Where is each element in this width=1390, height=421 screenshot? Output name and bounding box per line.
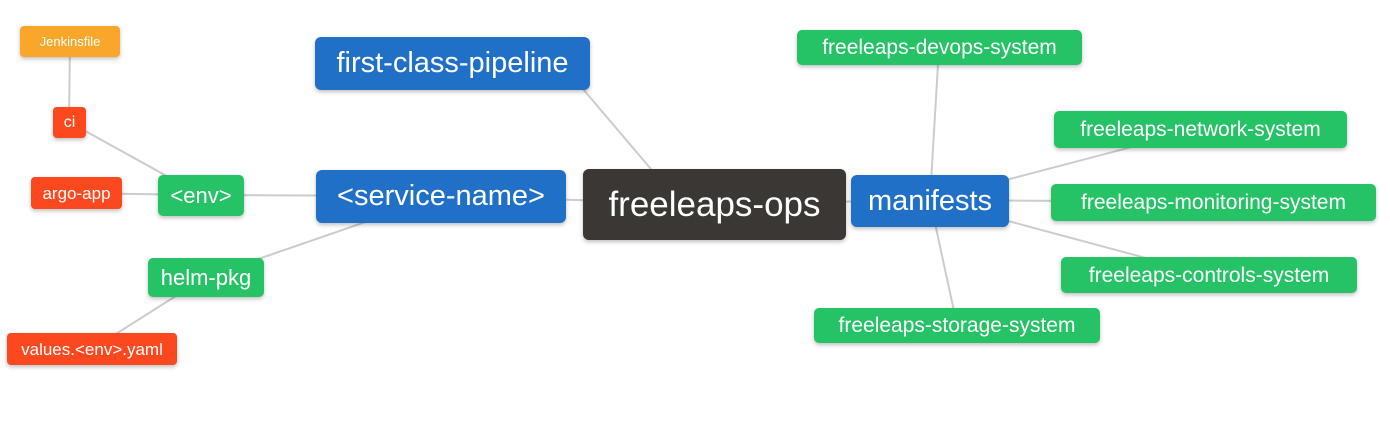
node-root-freeleaps-ops[interactable]: freeleaps-ops [583, 169, 846, 240]
node-service-name[interactable]: <service-name> [316, 170, 566, 223]
node-manifests[interactable]: manifests [851, 175, 1009, 227]
node-helm-pkg[interactable]: helm-pkg [148, 258, 264, 297]
node-values-env-yaml[interactable]: values.<env>.yaml [7, 333, 177, 365]
node-argo-app[interactable]: argo-app [31, 177, 122, 209]
node-ci[interactable]: ci [53, 107, 86, 138]
edge-pipeline-root [576, 81, 663, 183]
node-freeleaps-devops-system[interactable]: freeleaps-devops-system [797, 30, 1082, 65]
node-freeleaps-network-system[interactable]: freeleaps-network-system [1054, 111, 1347, 148]
node-freeleaps-monitoring-system[interactable]: freeleaps-monitoring-system [1051, 184, 1376, 221]
node-env[interactable]: <env> [158, 175, 244, 216]
edge-manifests-devops [929, 46, 940, 201]
node-first-class-pipeline[interactable]: first-class-pipeline [315, 37, 590, 90]
node-jenkinsfile[interactable]: Jenkinsfile [20, 26, 120, 57]
node-freeleaps-storage-system[interactable]: freeleaps-storage-system [814, 308, 1100, 343]
node-freeleaps-controls-system[interactable]: freeleaps-controls-system [1061, 257, 1357, 293]
